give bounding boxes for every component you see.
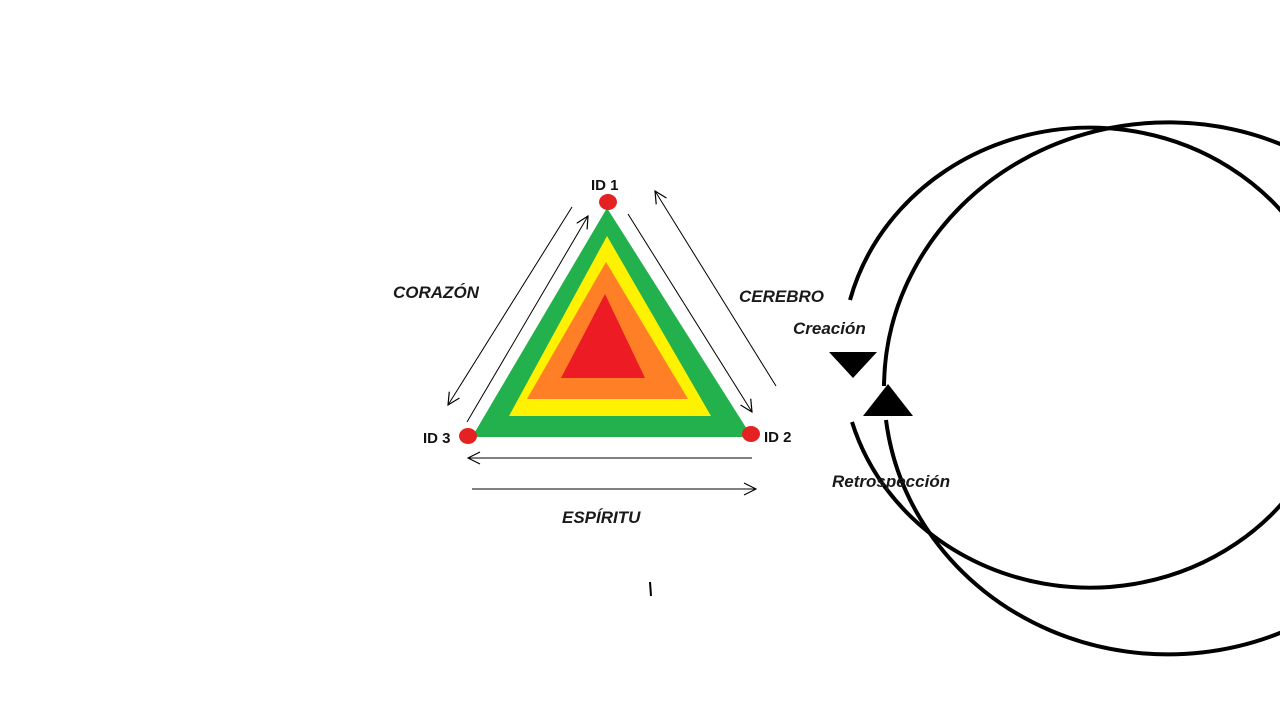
left-side-label: CORAZÓN [393,283,480,302]
retrospeccion-label: Retrospección [832,472,950,491]
node-left[interactable] [459,428,477,444]
node-right-label: ID 2 [764,429,792,446]
right-side-label: CEREBRO [739,287,824,306]
node-right[interactable] [742,426,760,442]
triangle-layer-inner [561,294,645,378]
cycle-rings [649,120,1280,657]
left-side-arrow-up [466,216,588,423]
retrospeccion-up-triangle [863,384,913,416]
inner-ring [848,125,1280,590]
right-side-arrow-up [655,191,777,387]
node-top-label: ID 1 [591,177,619,194]
outer-ring [882,120,1280,657]
bottom-side-label: ESPÍRITU [562,508,641,527]
right-side-arrow-down [627,213,752,412]
node-left-label: ID 3 [423,430,451,447]
left-side-arrow-down [448,206,573,405]
creacion-label: Creación [793,319,866,338]
creacion-down-triangle [829,352,877,378]
node-top[interactable] [599,194,617,210]
layered-triangle [472,208,752,437]
ring-tick [649,581,652,597]
